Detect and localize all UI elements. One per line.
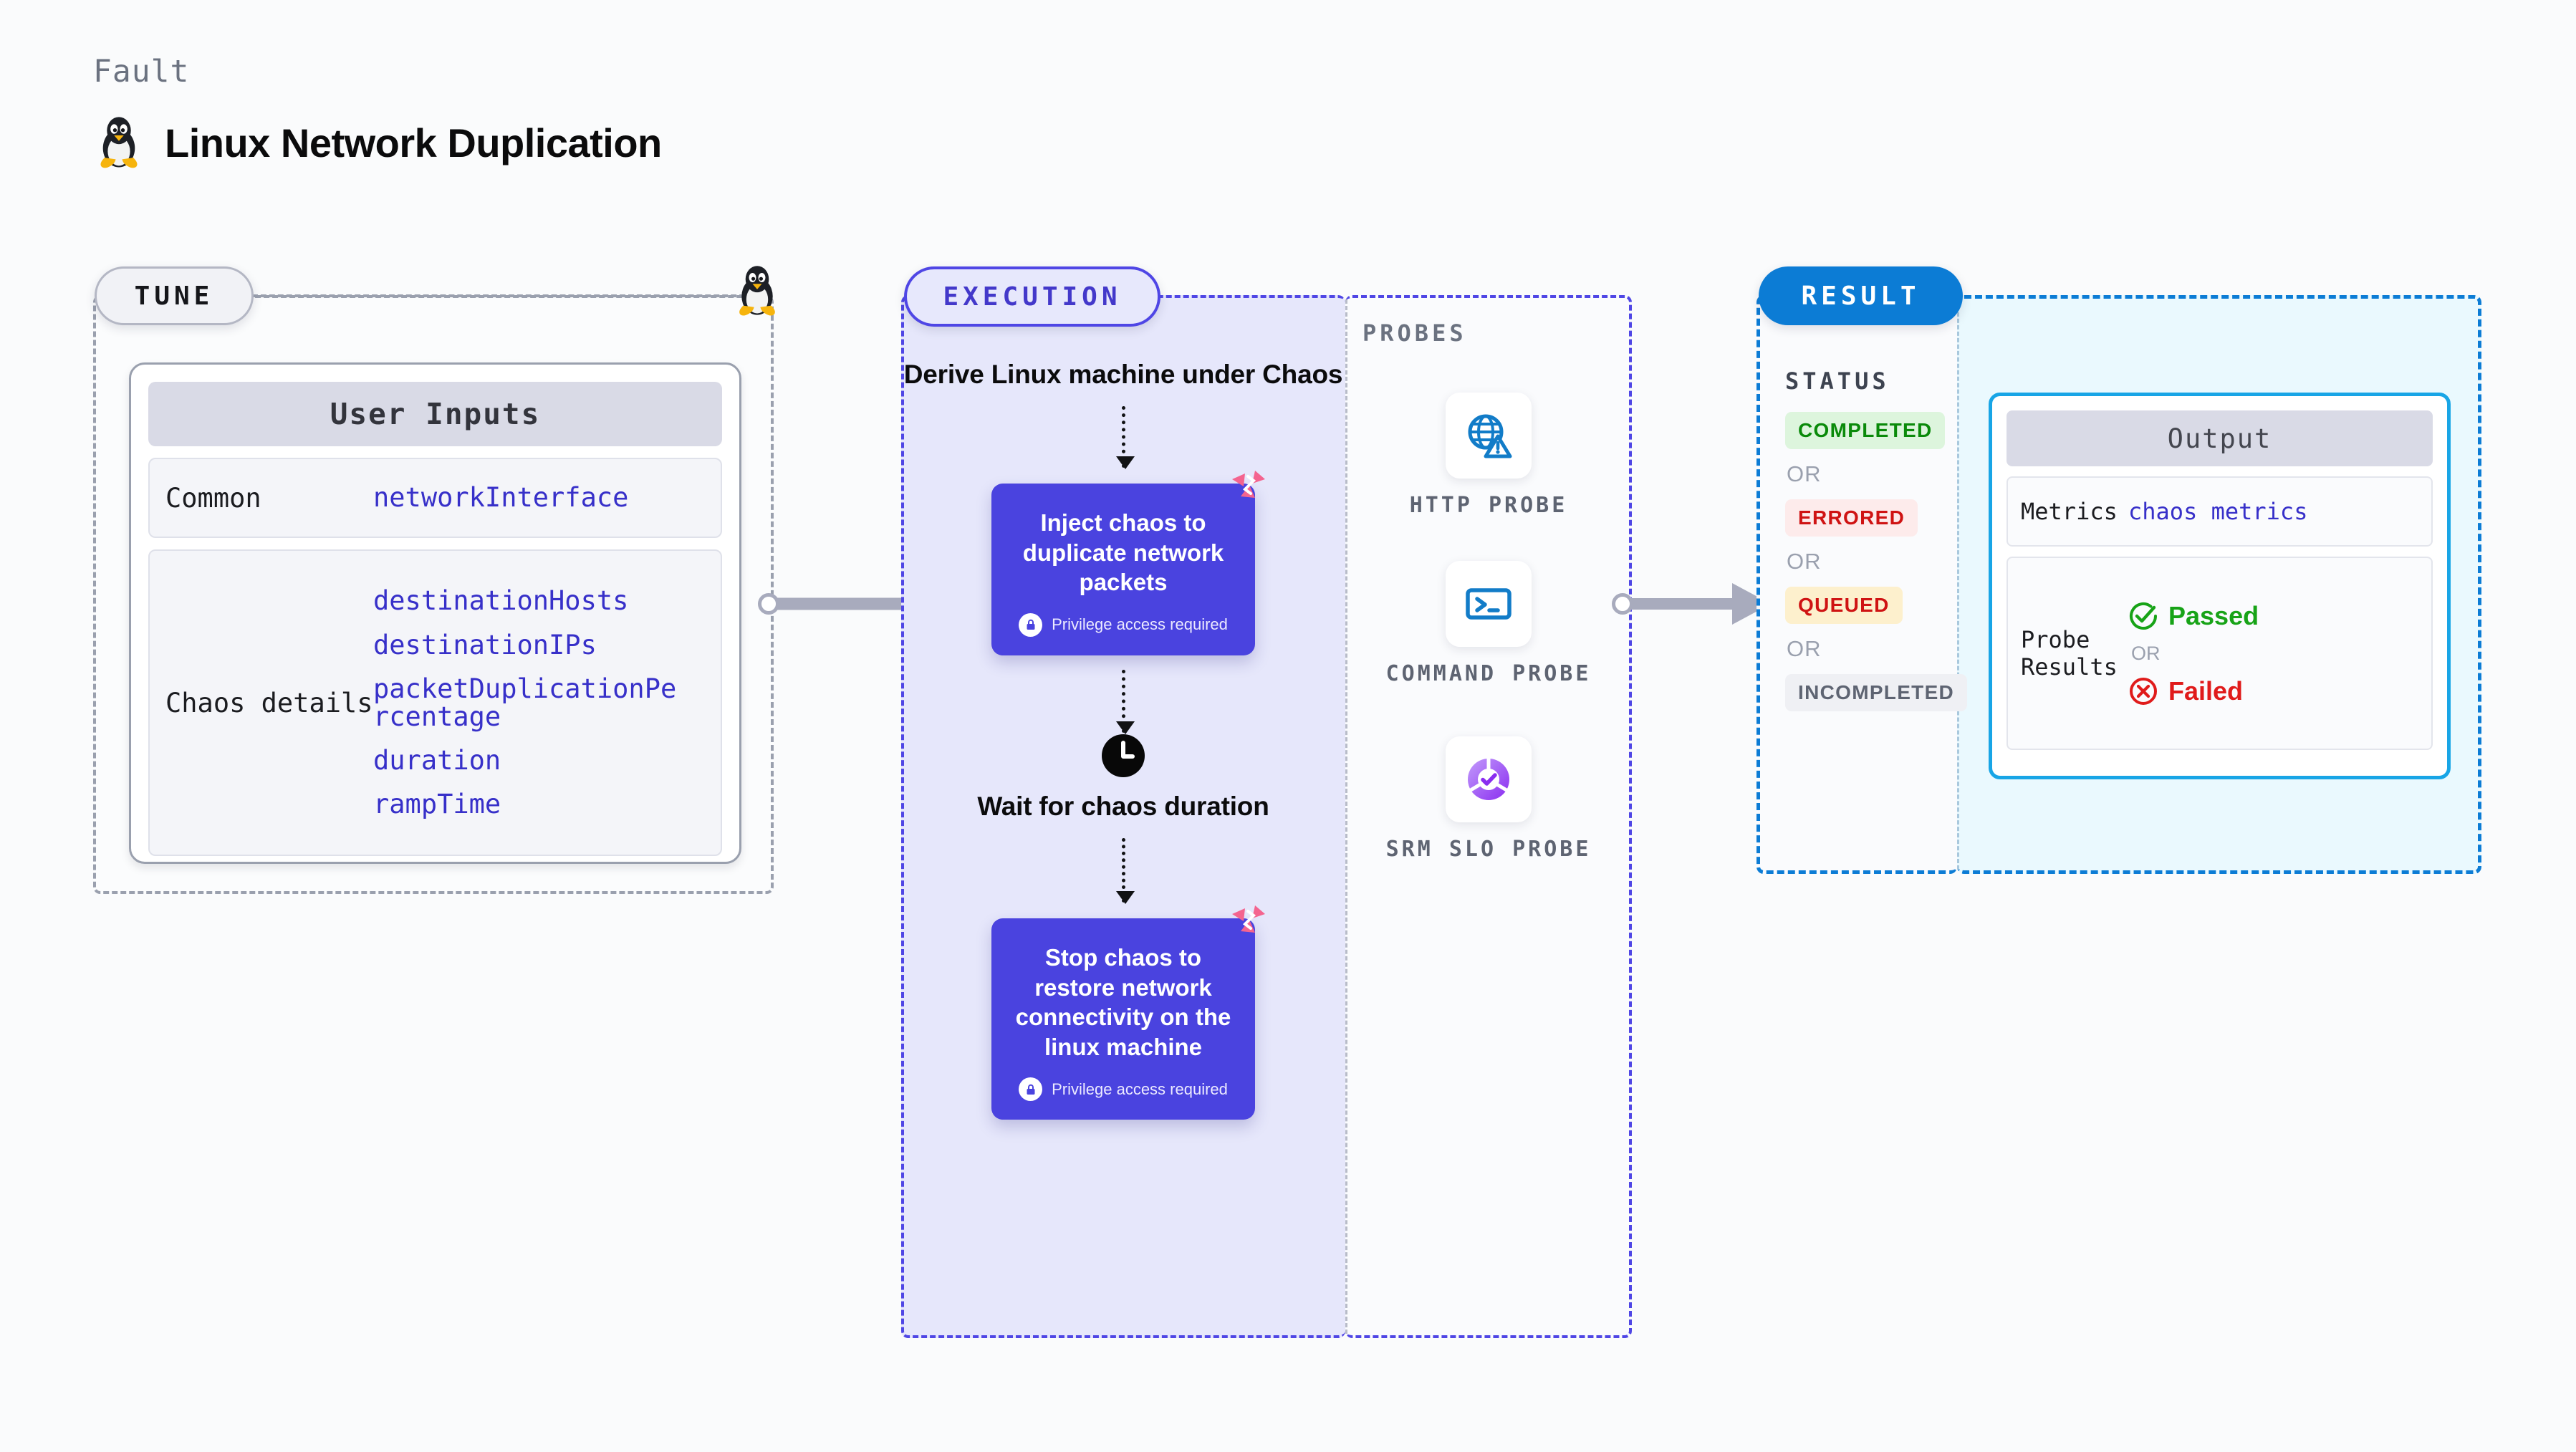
probes-section-label: PROBES: [1363, 319, 1467, 347]
output-row-probe-results: Probe Results Passed OR Failed: [2007, 557, 2433, 750]
or-separator: OR: [2131, 642, 2161, 664]
litmus-logo-icon: [1232, 905, 1265, 933]
lock-icon: [1019, 1077, 1043, 1102]
passed-label: Passed: [2168, 600, 2259, 630]
result-divider: [1957, 299, 1959, 870]
terminal-icon: [1466, 588, 1512, 620]
status-badge-incompleted: INCOMPLETED: [1785, 674, 1968, 711]
tune-value: rampTime: [373, 789, 501, 820]
status-badge-completed: COMPLETED: [1785, 412, 1946, 449]
linux-penguin-icon: [100, 117, 138, 168]
flow-arrow: [1115, 837, 1135, 904]
or-separator: OR: [1787, 636, 1822, 661]
tune-row-label: Common: [165, 482, 261, 514]
probe-label: HTTP PROBE: [1409, 493, 1568, 518]
page-title: Linux Network Duplication: [165, 120, 662, 165]
failed-label: Failed: [2168, 675, 2244, 706]
probe-tile: [1446, 393, 1532, 479]
user-inputs-title: User Inputs: [148, 382, 722, 446]
probe-result-passed: Passed: [2128, 601, 2259, 631]
privilege-text: Privilege access required: [1052, 1080, 1228, 1098]
probe-label: COMMAND PROBE: [1385, 661, 1592, 686]
tune-row-values: networkInterface: [373, 484, 628, 511]
check-circle-icon: [2130, 602, 2157, 630]
execution-card-inject[interactable]: Inject chaos to duplicate network packet…: [991, 471, 1265, 655]
result-status-frame: [1756, 295, 1957, 874]
probe-tile: [1446, 736, 1532, 822]
probe-item-command[interactable]: COMMAND PROBE: [1345, 561, 1632, 688]
tune-value: duration: [373, 745, 501, 777]
status-badge-errored: ERRORED: [1785, 499, 1918, 537]
probe-result-values: Passed OR Failed: [2128, 601, 2259, 706]
execution-card-title: Stop chaos to restore network connectivi…: [1015, 943, 1231, 1060]
clock-icon: [1102, 734, 1145, 777]
litmus-logo-icon: [1232, 471, 1265, 499]
output-row-label: Metrics: [2021, 497, 2118, 525]
x-circle-icon: [2130, 677, 2157, 705]
probes-divider: [1345, 299, 1347, 1334]
execution-step-derive: Derive Linux machine under Chaos: [903, 360, 1343, 389]
output-row-metrics: Metrics chaos metrics: [2007, 476, 2433, 547]
lock-icon: [1019, 612, 1043, 637]
tune-value: networkInterface: [373, 482, 629, 514]
slo-donut-check-icon: [1468, 759, 1509, 800]
probe-result-failed: Failed: [2128, 676, 2259, 706]
probe-item-srm-slo[interactable]: SRM SLO PROBE: [1345, 736, 1632, 863]
tune-row-chaos-details: Chaos details destinationHosts destinati…: [148, 549, 722, 856]
privilege-note: Privilege access required: [1010, 1077, 1236, 1102]
execution-flow: Derive Linux machine under Chaos Inject …: [901, 358, 1345, 1120]
globe-warning-icon: [1468, 414, 1512, 458]
user-inputs-card: User Inputs Common networkInterface Chao…: [129, 362, 741, 864]
privilege-note: Privilege access required: [1010, 612, 1236, 637]
or-separator: OR: [1787, 549, 1822, 574]
status-badge-queued: QUEUED: [1785, 587, 1903, 624]
probe-tile: [1446, 561, 1532, 647]
connector-start-node: [758, 593, 779, 615]
execution-card-title: Inject chaos to duplicate network packet…: [1022, 509, 1224, 596]
probe-label: SRM SLO PROBE: [1385, 837, 1592, 862]
status-list: COMPLETED OR ERRORED OR QUEUED OR INCOMP…: [1785, 412, 1968, 711]
or-separator: OR: [1787, 461, 1822, 486]
tune-row-values: destinationHosts destinationIPs packetDu…: [373, 585, 681, 820]
output-card-title: Output: [2007, 410, 2433, 466]
tune-row-label: Chaos details: [165, 687, 373, 718]
result-section-pill[interactable]: RESULT: [1759, 266, 1963, 325]
flow-arrow: [1115, 406, 1135, 470]
page-eyebrow: Fault: [93, 54, 190, 90]
execution-step-wait: Wait for chaos duration: [977, 791, 1269, 821]
page-title-row: Linux Network Duplication: [93, 115, 662, 170]
output-metrics-value: chaos metrics: [2128, 498, 2308, 525]
probe-item-http[interactable]: HTTP PROBE: [1345, 393, 1632, 519]
privilege-text: Privilege access required: [1052, 615, 1228, 634]
tune-value: destinationIPs: [373, 629, 597, 660]
output-card: Output Metrics chaos metrics Probe Resul…: [1989, 393, 2451, 779]
tune-value: packetDuplicationPercentage: [373, 673, 677, 732]
status-section-label: STATUS: [1785, 367, 1890, 395]
tune-section-pill[interactable]: TUNE: [95, 266, 254, 325]
tune-row-common: Common networkInterface: [148, 458, 722, 538]
execution-card-stop[interactable]: Stop chaos to restore network connectivi…: [991, 905, 1265, 1120]
tune-value: destinationHosts: [373, 585, 629, 617]
output-row-label: Probe Results: [2021, 625, 2118, 681]
connector-start-node: [1612, 593, 1633, 615]
tune-to-target-connector: [252, 294, 754, 297]
linux-penguin-node-icon: [739, 266, 775, 316]
execution-section-pill[interactable]: EXECUTION: [904, 266, 1160, 327]
flow-arrow: [1115, 669, 1135, 734]
